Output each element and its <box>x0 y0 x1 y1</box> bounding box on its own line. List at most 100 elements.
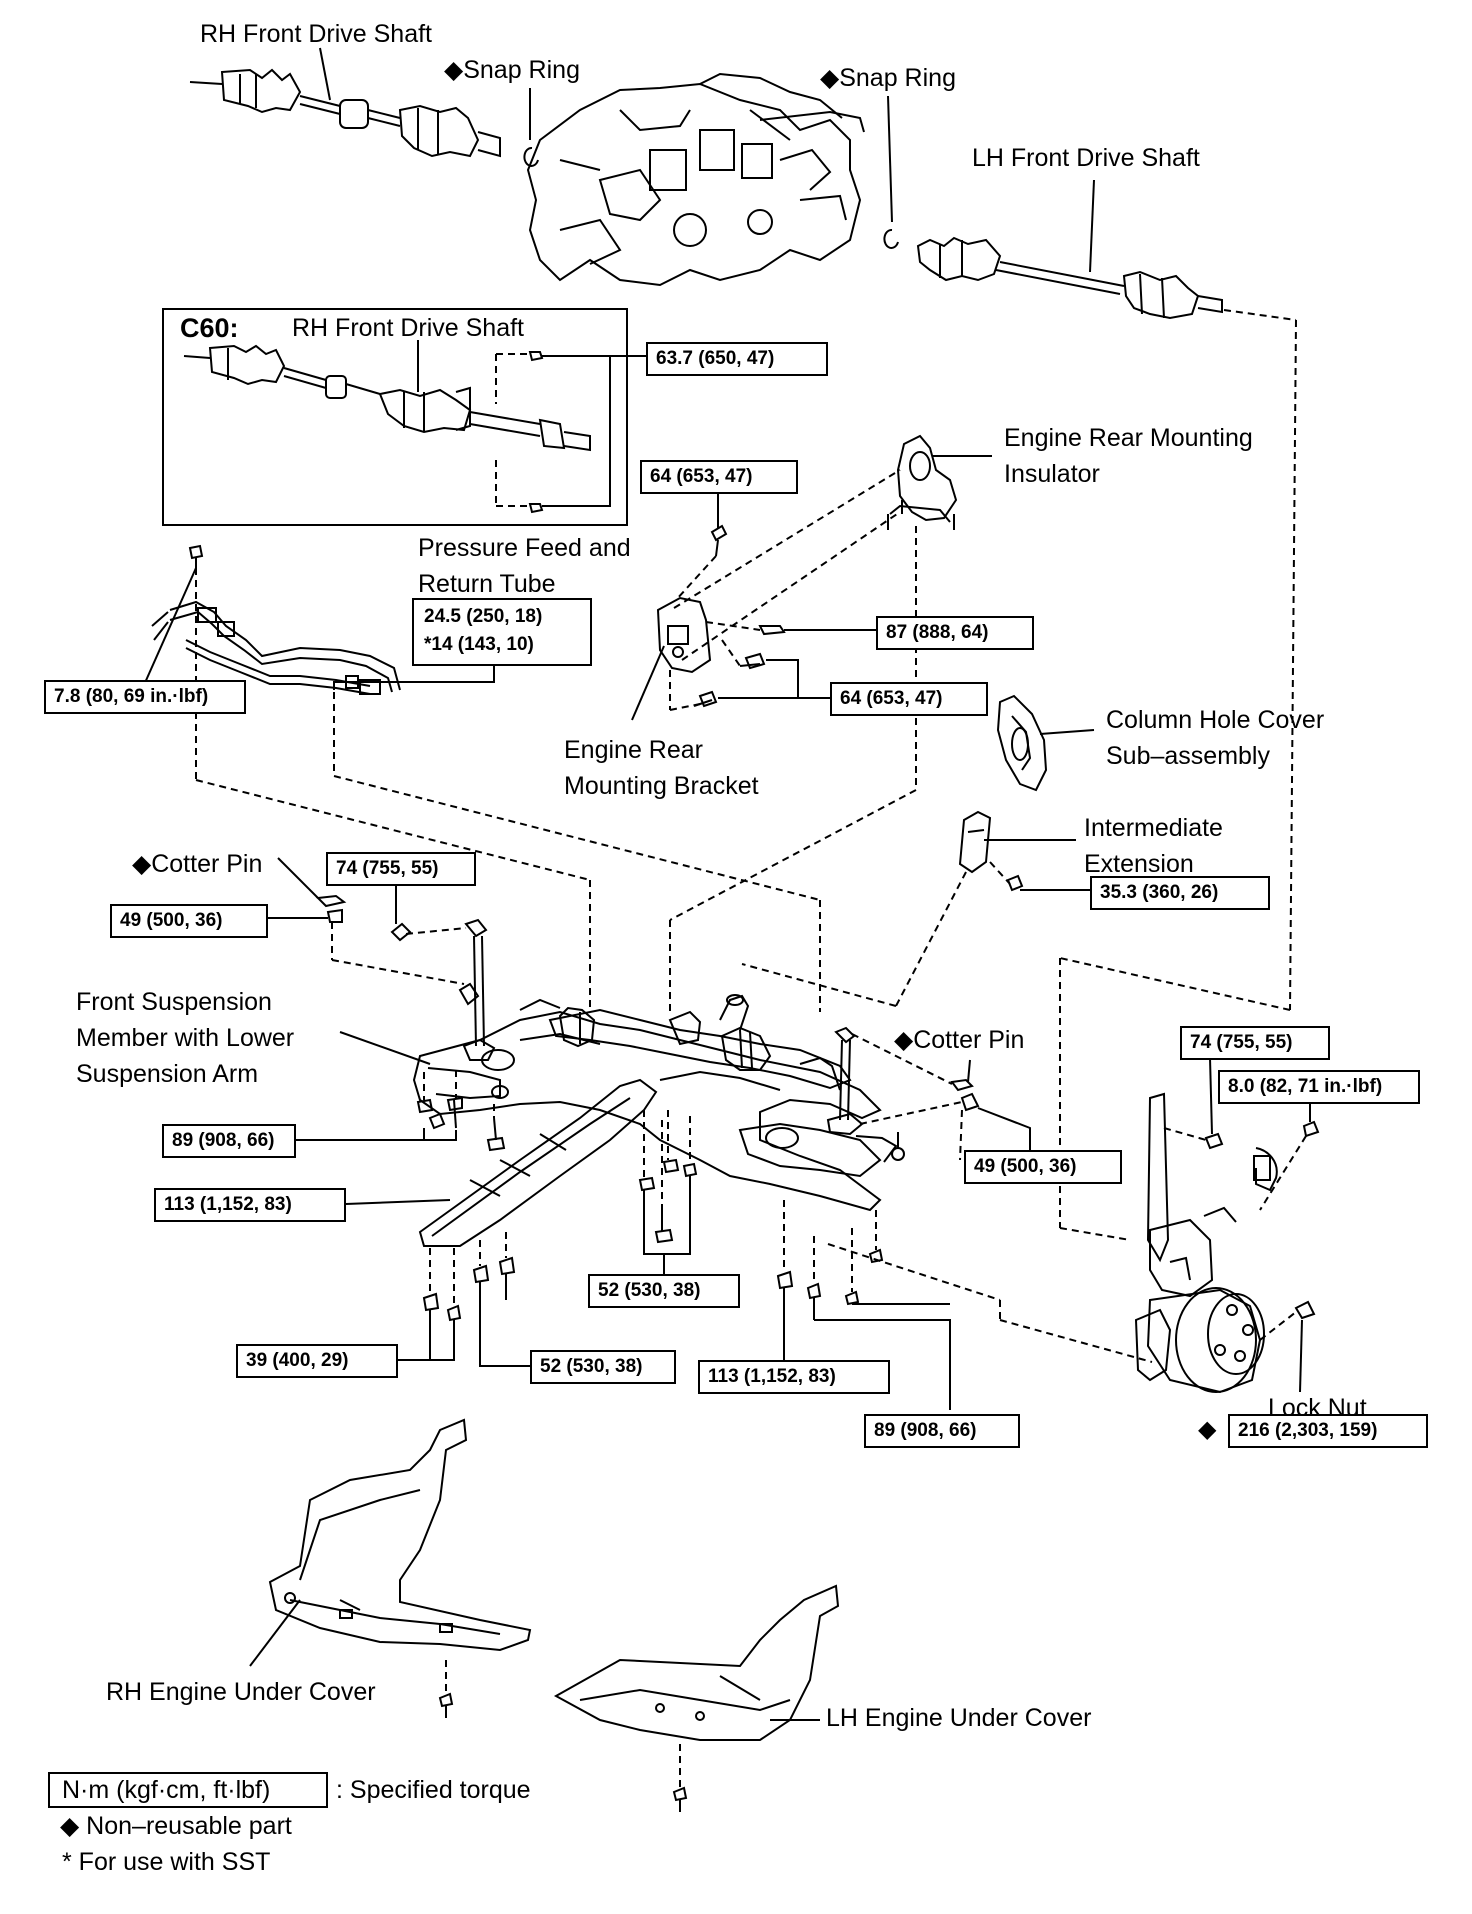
rh-engine-under-cover-part <box>268 1418 532 1652</box>
torque-216: 216 (2,303, 159) <box>1228 1414 1428 1448</box>
c60-rh-drive-shaft-part <box>183 344 591 452</box>
transaxle-part <box>526 72 865 287</box>
c60-rh-front-drive-shaft-label: RH Front Drive Shaft <box>292 314 525 342</box>
c60-inset-box <box>162 308 628 526</box>
torque-63-7: 63.7 (650, 47) <box>646 342 828 376</box>
torque-24-5: 24.5 (250, 18) <box>424 606 543 627</box>
torque-216-nonreusable-mark: ◆ <box>1198 1416 1217 1443</box>
legend-sst: * For use with SST <box>62 1848 271 1876</box>
torque-pressure-feed: 24.5 (250, 18) *14 (143, 10) <box>412 598 592 666</box>
torque-113-right: 113 (1,152, 83) <box>698 1360 890 1394</box>
member-bolts-right-part <box>776 1248 884 1320</box>
crossmember-part <box>418 1078 658 1247</box>
t-89-right-leader <box>814 1319 951 1410</box>
lh-shaft-dashed <box>1059 309 1297 1241</box>
cotter-pin-left-label: ◆Cotter Pin <box>132 850 263 878</box>
engine-rear-mounting-bracket-part <box>656 596 712 674</box>
column-hole-cover-label-2: Sub–assembly <box>1106 742 1270 770</box>
intermediate-extension-part <box>958 810 1024 892</box>
c60-torque-leader <box>542 355 611 507</box>
t-74-right-leader <box>1209 1057 1213 1135</box>
torque-52-mid: 52 (530, 38) <box>588 1274 740 1308</box>
right-link-dashed <box>851 1033 963 1161</box>
torque-74-right: 74 (755, 55) <box>1180 1026 1330 1060</box>
column-hole-cover-label-1: Column Hole Cover <box>1106 706 1325 734</box>
t-52-low-leader <box>479 1306 530 1367</box>
rh-drive-shaft-leader <box>319 47 331 101</box>
engine-rear-mounting-insulator-part <box>887 434 958 530</box>
torque-35-3: 35.3 (360, 26) <box>1090 876 1270 910</box>
tube-dashed-lines <box>195 568 821 1012</box>
member-dashed-right <box>783 1200 1153 1363</box>
front-suspension-member-part <box>412 1010 882 1212</box>
torque-113-left: 113 (1,152, 83) <box>154 1188 346 1222</box>
engine-rear-mounting-insulator-label-1: Engine Rear Mounting <box>1004 424 1253 452</box>
pressure-feed-return-tube-part <box>151 600 401 695</box>
rh-front-drive-shaft-top-part <box>189 68 501 158</box>
left-link-dashed <box>331 922 467 985</box>
member-bolts-center-part <box>638 1158 698 1244</box>
tube-bolt-part <box>188 544 204 568</box>
torque-74-left: 74 (755, 55) <box>326 852 476 886</box>
torque-52-low: 52 (530, 38) <box>530 1350 676 1384</box>
snap-ring-right-label: ◆Snap Ring <box>820 64 956 92</box>
engine-rear-mounting-bracket-label-1: Engine Rear <box>564 736 703 764</box>
tube-torque-leader <box>333 662 495 690</box>
legend-unit-box: N·m (kgf·cm, ft·lbf) <box>48 1772 328 1808</box>
steering-knuckle-part <box>1134 1092 1265 1394</box>
bracket-dashed-lines <box>669 469 917 1016</box>
cotter-right-leader <box>967 1059 971 1083</box>
column-hole-cover-part <box>996 694 1048 792</box>
snap-ring-left-label: ◆Snap Ring <box>444 56 580 84</box>
front-suspension-label-2: Member with Lower <box>76 1024 295 1052</box>
column-hole-cover-leader <box>1039 729 1095 735</box>
c60-label: C60: <box>180 313 239 343</box>
rh-cover-bolt-part <box>438 1692 454 1718</box>
engine-rear-mounting-bracket-label-2: Mounting Bracket <box>564 772 759 800</box>
snap-ring-right-part <box>883 228 899 249</box>
torque-49-right: 49 (500, 36) <box>964 1150 1122 1184</box>
intermediate-extension-label-2: Extension <box>1084 850 1194 878</box>
lh-cover-bolt-part <box>672 1786 688 1812</box>
snap-ring-left-part <box>523 146 539 167</box>
lh-drive-shaft-leader <box>1089 179 1095 273</box>
left-stabilizer-link-part <box>315 894 496 1061</box>
c60-bolts-part <box>528 351 544 514</box>
lock-nut-leader <box>1299 1319 1303 1393</box>
c60-bracket-dashed <box>495 353 530 507</box>
torque-39: 39 (400, 29) <box>236 1344 398 1378</box>
torque-8-0: 8.0 (82, 71 in.·lbf) <box>1218 1070 1420 1104</box>
t-89-left-leader <box>423 1128 457 1141</box>
right-lower-arm-part <box>738 1122 905 1178</box>
legend-unit-desc: : Specified torque <box>336 1776 531 1804</box>
knuckle-bolts-part <box>1204 1120 1320 1320</box>
t-39-leader <box>429 1330 455 1361</box>
t-113-left-leader <box>345 1199 451 1205</box>
front-suspension-label-1: Front Suspension <box>76 988 272 1016</box>
intermediate-dashed <box>741 861 1011 1007</box>
torque-87: 87 (888, 64) <box>876 616 1034 650</box>
crossmember-dashed <box>429 1232 507 1306</box>
t-49-right-leader <box>977 1107 1031 1150</box>
rh-engine-under-cover-label: RH Engine Under Cover <box>106 1678 376 1706</box>
bracket-leader <box>631 645 665 721</box>
lh-front-drive-shaft-label: LH Front Drive Shaft <box>972 144 1200 172</box>
bracket-bolts-part <box>693 524 796 708</box>
torque-14-sst: *14 (143, 10) <box>424 634 534 655</box>
torque-64-top: 64 (653, 47) <box>640 460 798 494</box>
cotter-left-leader <box>277 857 319 899</box>
member-bolts-left-part <box>416 1096 506 1152</box>
torque-89-right: 89 (908, 66) <box>864 1414 1020 1448</box>
front-suspension-label-3: Suspension Arm <box>76 1060 259 1088</box>
pressure-feed-label-2: Return Tube <box>418 570 556 598</box>
knuckle-dashed <box>1163 1127 1307 1341</box>
intermediate-extension-label-1: Intermediate <box>1084 814 1223 842</box>
legend-nonreusable: ◆ Non–reusable part <box>60 1812 292 1840</box>
lh-engine-under-cover-label: LH Engine Under Cover <box>826 1704 1092 1732</box>
torque-64-low: 64 (653, 47) <box>830 682 988 716</box>
snap-ring-right-leader <box>887 95 893 223</box>
t-7-8-leader <box>139 567 197 695</box>
t-52-mid-leader <box>643 1176 691 1255</box>
torque-89-left: 89 (908, 66) <box>162 1124 296 1158</box>
